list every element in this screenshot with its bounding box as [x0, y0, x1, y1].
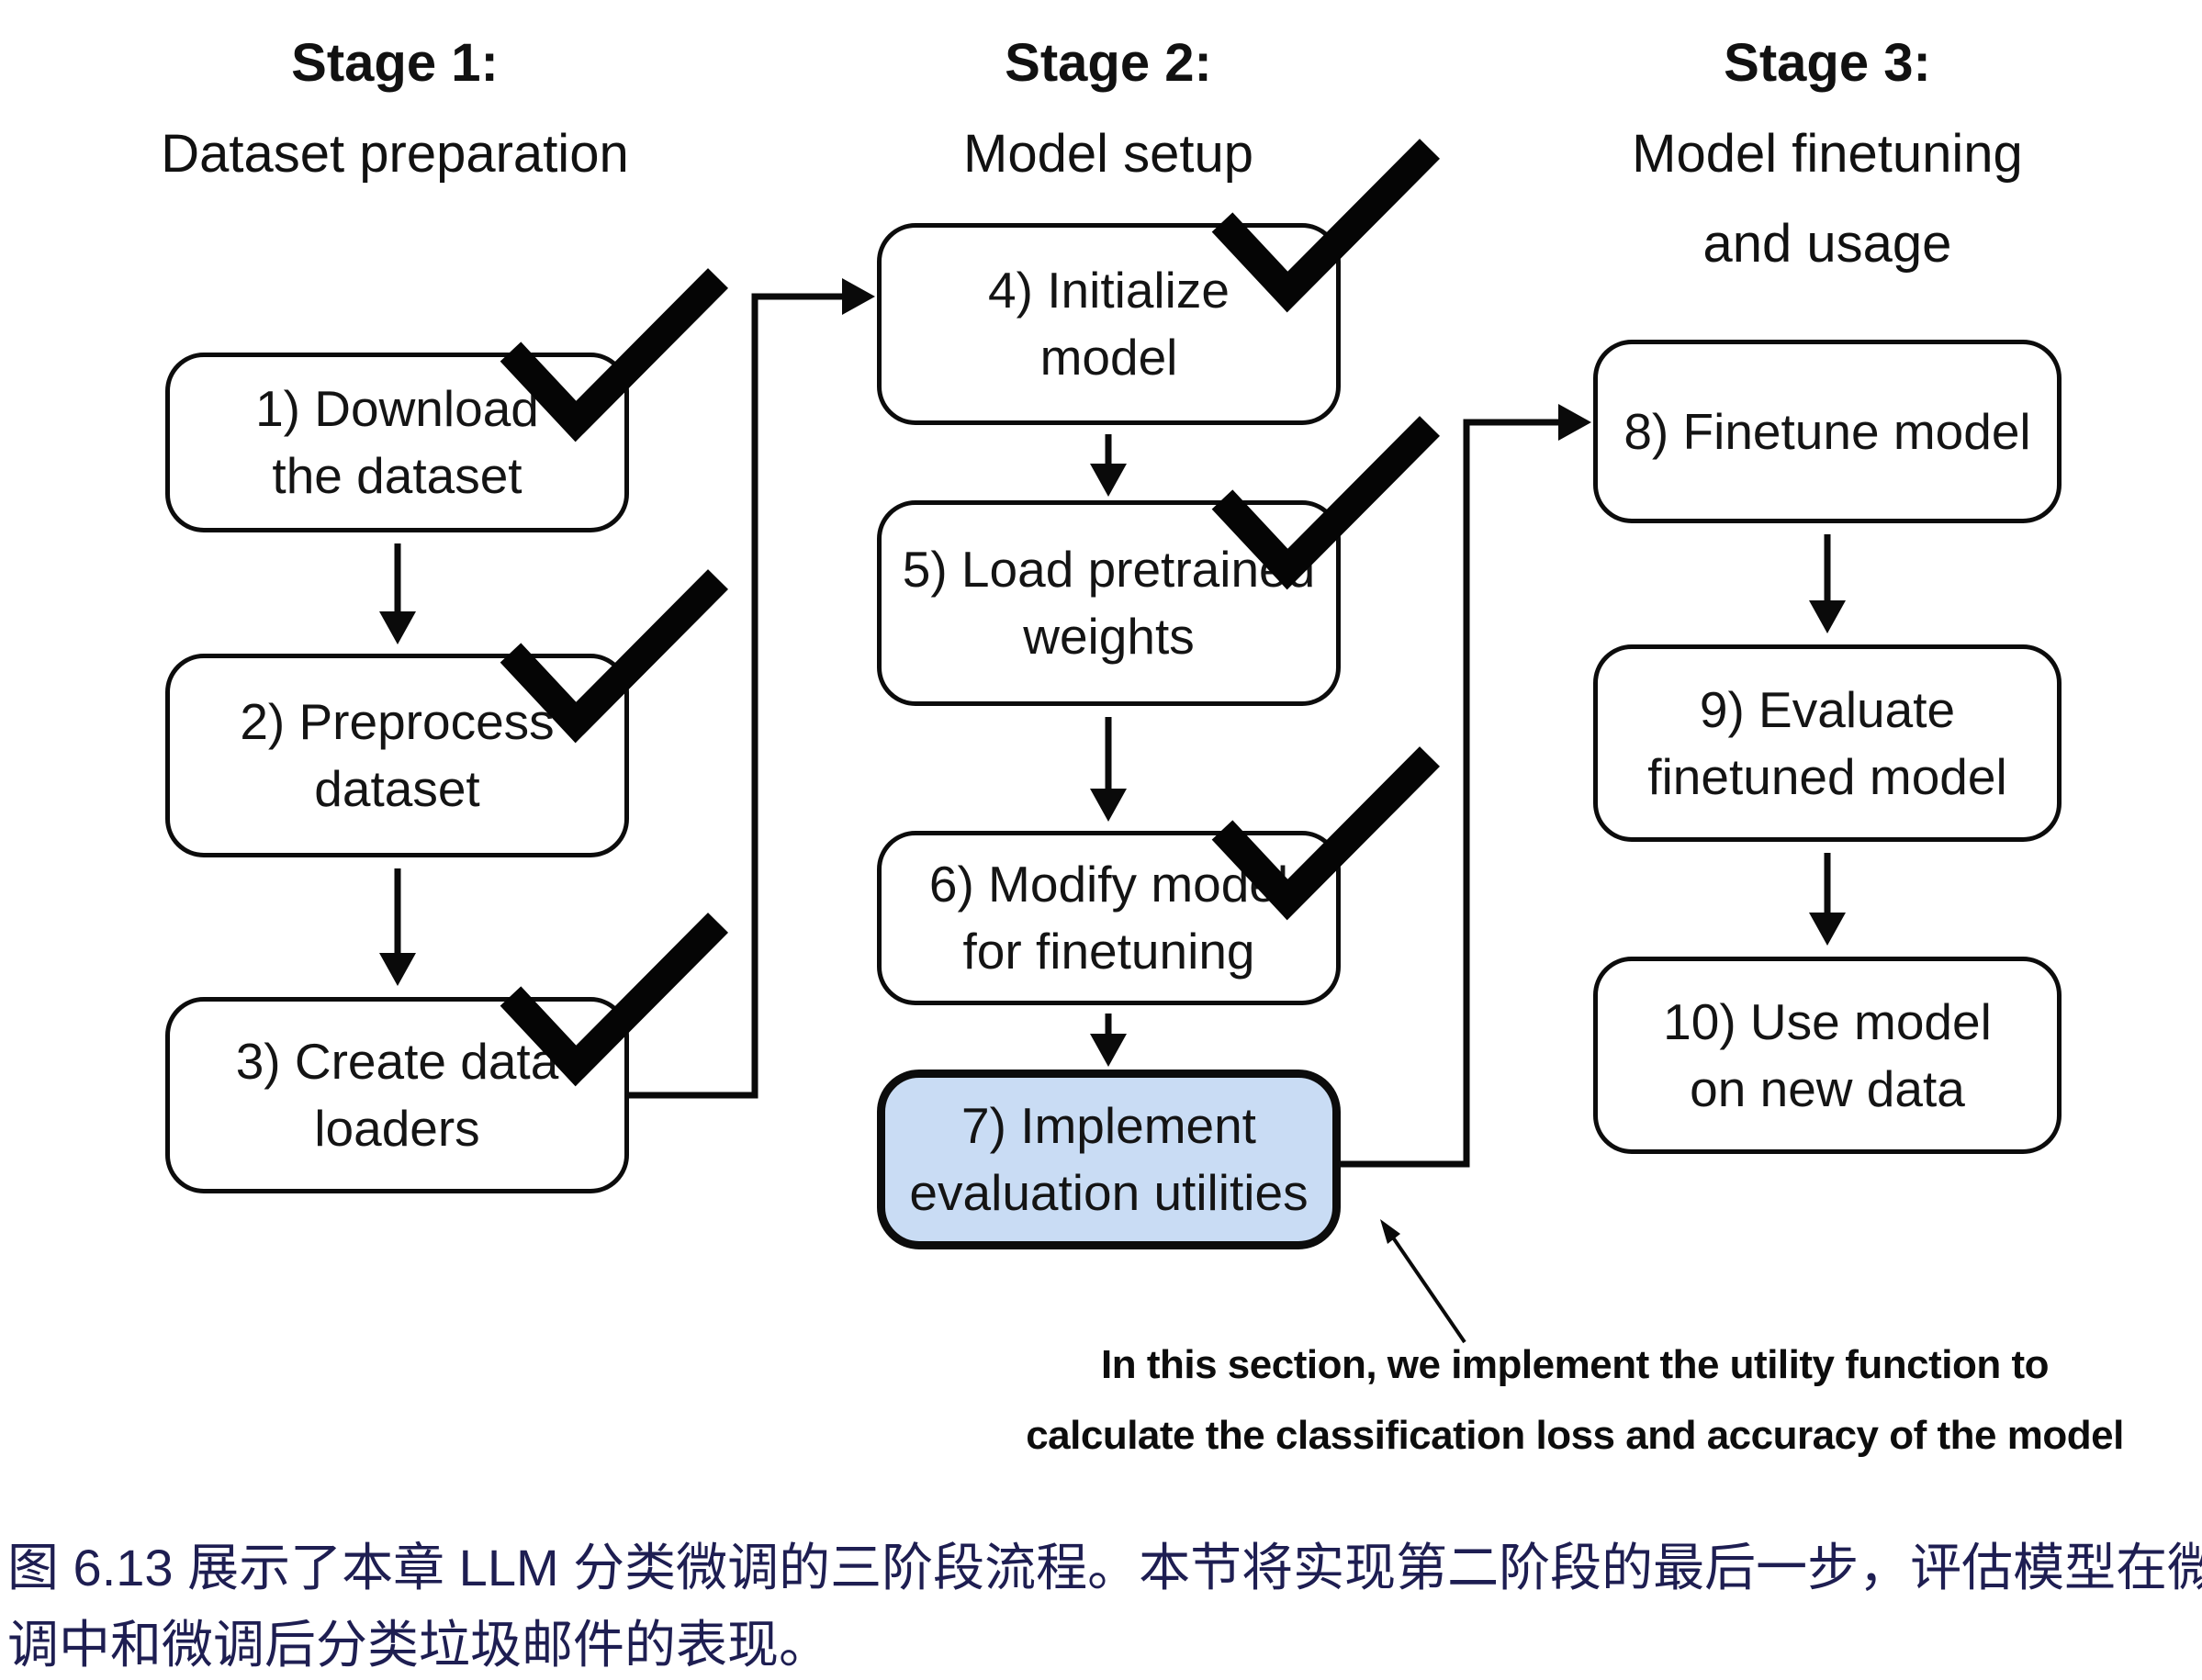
box-label-line: 9) Evaluate: [1699, 680, 1956, 738]
stage2-title: Stage 2: Model setup: [824, 18, 1393, 199]
flow-box-1-download-dataset: 1) Download the dataset: [165, 268, 728, 532]
elbow-arrow-box7-box8: [1341, 404, 1591, 1168]
flow-box-2-preprocess-dataset: 2) Preprocess dataset: [165, 569, 728, 857]
flow-box-9-evaluate-finetuned-model: 9) Evaluate finetuned model: [1593, 644, 2062, 842]
annotation-arrow-icon: [1380, 1219, 1466, 1344]
box-label-line: 5) Load pretrained: [902, 541, 1316, 599]
annotation-line2: calculate the classification loss and ac…: [1026, 1413, 2124, 1458]
box-label-line: dataset: [314, 760, 480, 817]
caption-line2: 调中和微调后分类垃圾邮件的表现。: [7, 1616, 830, 1674]
flow-box-10-use-model-new-data: 10) Use model on new data: [1593, 957, 2062, 1154]
arrow-box6-box7: [1090, 1014, 1127, 1067]
stage3-subtitle-line1: Model finetuning: [1632, 123, 2023, 184]
box-label-line: 3) Create data: [235, 1033, 559, 1091]
box-label-line: on new data: [1690, 1059, 1965, 1117]
box-label-line: loaders: [314, 1100, 480, 1157]
flow-box-8-finetune-model: 8) Finetune model: [1593, 340, 2062, 523]
stage1-title-label: Stage 1:: [291, 33, 499, 93]
box-label-line: model: [1039, 329, 1178, 386]
elbow-arrow-box3-box4: [629, 278, 875, 1099]
stage1-subtitle: Dataset preparation: [161, 123, 629, 184]
box-label-line: the dataset: [272, 447, 522, 504]
flow-box-7-implement-evaluation-utilities: 7) Implement evaluation utilities: [877, 1070, 1341, 1249]
box-label-line: 2) Preprocess: [240, 693, 555, 751]
arrow-box8-box9: [1809, 534, 1846, 633]
flow-box-3-create-data-loaders: 3) Create data loaders: [165, 913, 728, 1193]
box-label-line: 7) Implement: [961, 1097, 1256, 1155]
stage3-title-label: Stage 3:: [1724, 33, 1931, 93]
arrow-box5-box6: [1090, 717, 1127, 822]
stage2-title-label: Stage 2:: [1005, 33, 1212, 93]
stage2-subtitle: Model setup: [963, 123, 1253, 184]
box-label-line: for finetuning: [962, 923, 1255, 980]
stage1-title: Stage 1: Dataset preparation: [110, 18, 680, 199]
stage3-subtitle-line2: and usage: [1702, 214, 1952, 274]
box-label-line: weights: [1023, 608, 1195, 665]
box-label-line: evaluation utilities: [909, 1164, 1309, 1221]
caption-line1: 图 6.13 展示了本章 LLM 分类微调的三阶段流程。本节将实现第二阶段的最后…: [7, 1539, 2202, 1596]
box-label-line: finetuned model: [1647, 747, 2007, 805]
arrow-box1-box2: [379, 543, 416, 644]
section-annotation: In this section, we implement the utilit…: [932, 1329, 2202, 1471]
annotation-line1: In this section, we implement the utilit…: [1101, 1342, 2050, 1387]
box-label-line: 10) Use model: [1663, 992, 1992, 1050]
flow-box-5-load-pretrained-weights: 5) Load pretrained weights: [877, 416, 1440, 706]
box-label-line: 8) Finetune model: [1623, 402, 2031, 460]
flow-box-6-modify-model: 6) Modify model for finetuning: [877, 746, 1440, 1005]
arrow-box9-box10: [1809, 853, 1846, 946]
arrow-box2-box3: [379, 868, 416, 986]
arrow-box4-box5: [1090, 434, 1127, 497]
box-label-line: 6) Modify model: [928, 856, 1289, 913]
box-label-line: 4) Initialize: [988, 262, 1230, 319]
figure-caption: 图 6.13 展示了本章 LLM 分类微调的三阶段流程。本节将实现第二阶段的最后…: [7, 1529, 2202, 1680]
stage3-title: Stage 3: Model finetuning and usage: [1543, 18, 2112, 290]
flow-box-4-initialize-model: 4) Initialize model: [877, 139, 1440, 425]
box-label-line: 1) Download: [255, 380, 539, 438]
